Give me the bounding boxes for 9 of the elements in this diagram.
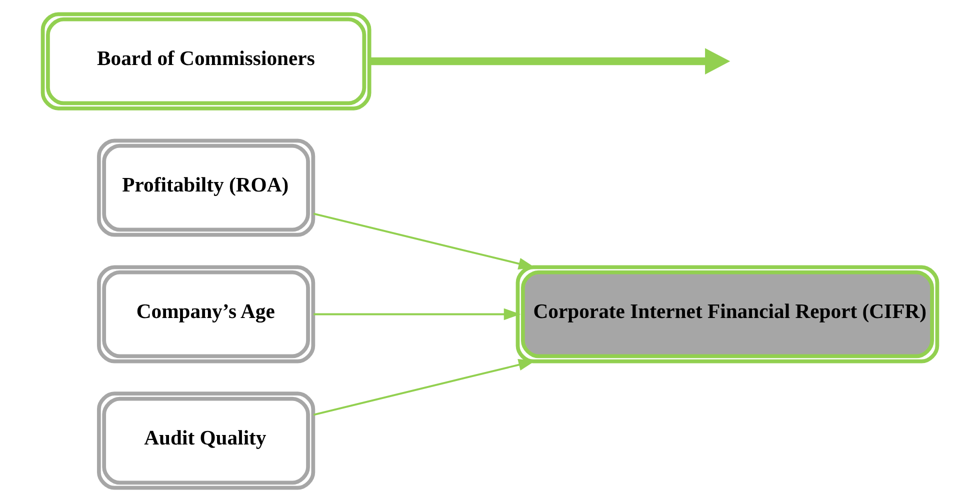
node-box: Corporate Internet Financial Report (CIFR): [515, 264, 939, 363]
node-box: Profitabilty (ROA): [96, 138, 315, 236]
arrow: [312, 358, 535, 416]
arrow: [312, 212, 535, 269]
node-box: Company’s Age: [96, 264, 315, 363]
arrow: [368, 48, 730, 74]
arrow: [313, 308, 520, 320]
node-box: Audit Quality: [96, 391, 315, 490]
node-box: Board of Commissioners: [40, 12, 371, 110]
